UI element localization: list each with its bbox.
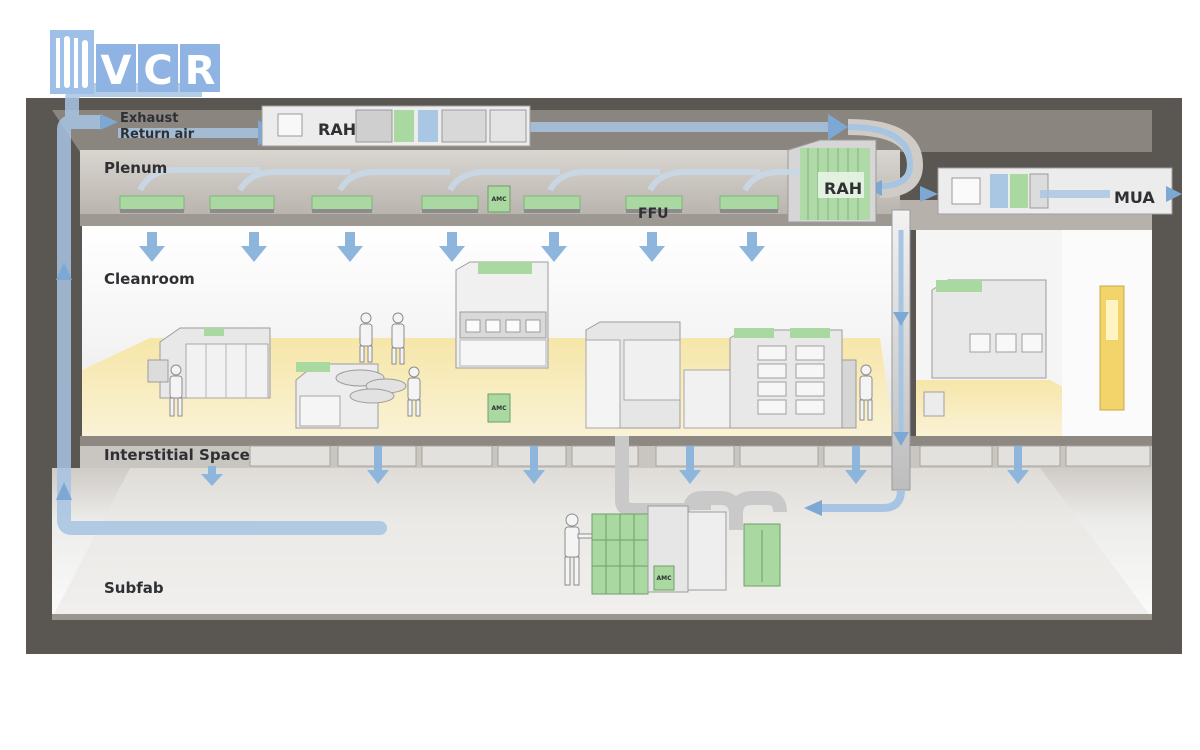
exhaust-label: Exhaust <box>120 111 179 126</box>
plenum-space <box>80 150 900 215</box>
interstitial-label: Interstitial Space <box>104 446 250 464</box>
cleanroom-label: Cleanroom <box>104 270 195 288</box>
ffu-label: FFU <box>638 206 669 222</box>
downflow-arrows <box>139 232 765 262</box>
rah-top-label: RAH <box>318 120 356 139</box>
plenum-airflow <box>137 167 800 192</box>
ffu-unit <box>119 195 185 213</box>
rah-side-label: RAH <box>824 179 862 198</box>
ffu-units <box>119 195 779 213</box>
operator-subfab <box>564 513 593 586</box>
grating-cells <box>249 445 1151 467</box>
tool-left <box>147 327 271 399</box>
side-door <box>1099 285 1125 411</box>
subfab-equipment: AMC <box>591 505 781 595</box>
operator-right <box>859 364 873 421</box>
tool-stocker <box>729 328 857 429</box>
return-air-label: Return air <box>120 127 195 142</box>
amc-plenum: AMC <box>487 185 511 213</box>
ffu-unit <box>209 195 275 213</box>
ffu-unit <box>311 195 373 213</box>
subfab-label: Subfab <box>104 579 164 597</box>
tool-center-left <box>295 362 407 429</box>
subfab-pipes <box>615 436 787 530</box>
amc-label-plenum: AMC <box>491 196 507 203</box>
amc-cleanroom: AMC <box>487 393 511 423</box>
rah-top-unit <box>261 105 531 147</box>
side-door-window <box>1106 300 1118 340</box>
logo-utensils-icon <box>56 36 88 88</box>
ffu-unit <box>421 195 479 213</box>
right-riser-duct <box>804 209 911 516</box>
logo-letter-r: R <box>185 48 216 94</box>
amc-label-subfab: AMC <box>656 575 672 582</box>
logo-letter-c: C <box>143 48 172 94</box>
operators-pair <box>359 312 421 417</box>
ffu-unit <box>719 195 779 213</box>
amc-label-cleanroom: AMC <box>491 405 507 412</box>
logo-letter-v: V <box>101 48 132 94</box>
plenum-label: Plenum <box>104 159 167 177</box>
ffu-unit <box>523 195 581 213</box>
operator <box>169 364 183 417</box>
interstitial-arrows <box>201 446 1029 486</box>
subfab-floor-edge <box>52 614 1152 620</box>
tool-side-bay <box>923 279 1047 417</box>
vcr-logo: V C R <box>50 30 220 94</box>
mua-label: MUA <box>1114 188 1155 207</box>
plenum-slab <box>80 214 905 226</box>
tool-lithography <box>585 321 733 429</box>
ffu-unit <box>625 195 683 213</box>
rah-side-unit <box>787 139 877 223</box>
mua-unit <box>920 167 1182 215</box>
wet-bench <box>455 261 549 369</box>
